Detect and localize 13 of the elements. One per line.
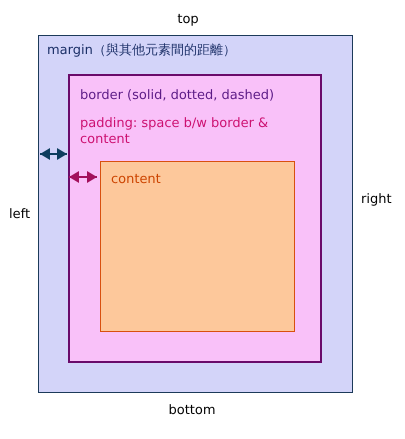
border-box [68,74,322,363]
box-label: content [111,172,161,188]
side-label: right [361,192,392,208]
content-box [100,161,295,332]
box-label: border (solid, dotted, dashed) [80,88,274,104]
side-label: left [9,207,30,223]
double-arrow [69,171,97,183]
side-label: top [177,12,199,28]
box-label: margin（與其他元素間的距離） [47,43,236,59]
box-label: padding: space b/w border & content [80,116,270,148]
side-label: bottom [168,403,216,419]
double-arrow [40,148,67,160]
margin-box [38,35,353,393]
